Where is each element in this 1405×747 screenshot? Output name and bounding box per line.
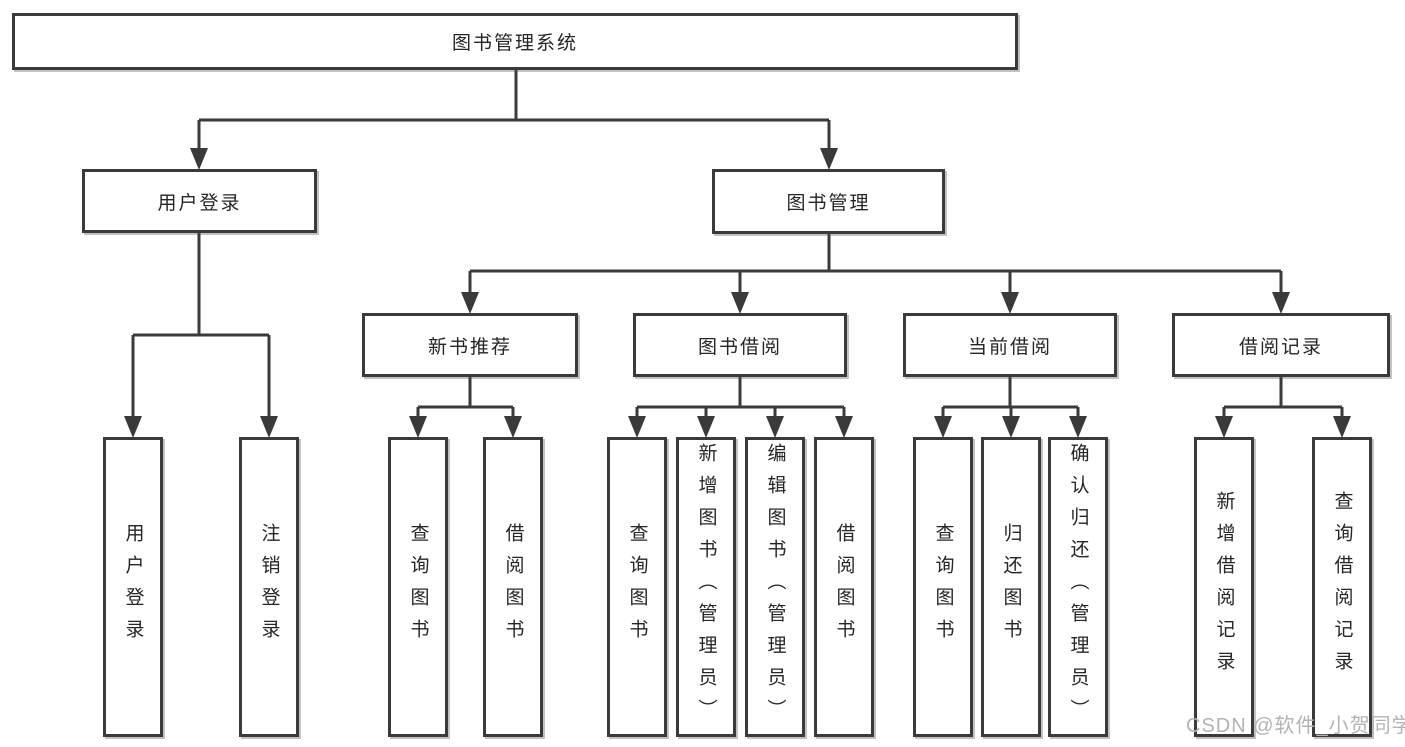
node-current-borrowing-label: 当前借阅	[967, 336, 1052, 358]
leaf-nb-query-books-label: 查询图书	[407, 523, 429, 651]
leaf-nb-borrow-books: 借阅图书	[483, 437, 543, 737]
arrowhead	[124, 416, 142, 438]
leaf-nb-borrow-books-label: 借阅图书	[502, 523, 524, 651]
node-borrowing-records-label: 借阅记录	[1238, 336, 1323, 358]
connector-arrowheads	[124, 148, 1351, 438]
arrowhead	[820, 148, 838, 170]
leaf-cb-confirm-return-admin: 确认归还（管理员）	[1048, 437, 1108, 737]
connector-currentborrow-to-leaves	[941, 377, 1080, 417]
arrowhead	[461, 292, 479, 314]
arrowhead	[731, 292, 749, 314]
arrowhead	[697, 416, 715, 438]
leaf-br-add-record-label: 新增借阅记录	[1213, 491, 1235, 683]
arrowhead	[1069, 416, 1087, 438]
node-new-book-recommend: 新书推荐	[362, 313, 578, 377]
leaf-bb-edit-books-admin: 编辑图书（管理员）	[745, 437, 805, 737]
node-borrowing-records: 借阅记录	[1172, 313, 1390, 377]
leaf-cb-return-books: 归还图书	[981, 437, 1041, 737]
node-root: 图书管理系统	[12, 13, 1018, 70]
leaf-bb-borrow-books-label: 借阅图书	[833, 523, 855, 651]
leaf-logout: 注销登录	[239, 437, 299, 737]
leaf-bb-borrow-books: 借阅图书	[814, 437, 874, 737]
leaf-bb-add-books-admin-label: 新增图书（管理员）	[695, 443, 717, 731]
leaf-user-login: 用户登录	[103, 437, 163, 737]
connector-borrowrecords-to-leaves	[1222, 377, 1344, 417]
arrowhead	[628, 416, 646, 438]
leaf-br-query-record: 查询借阅记录	[1312, 437, 1372, 737]
arrowhead	[934, 416, 952, 438]
leaf-nb-query-books: 查询图书	[388, 437, 448, 737]
connector-bookmgmt-to-level3	[468, 234, 1283, 293]
leaf-bb-query-books-label: 查询图书	[626, 523, 648, 651]
node-book-management-label: 图书管理	[786, 193, 871, 214]
node-current-borrowing: 当前借阅	[903, 313, 1117, 377]
connector-bookborrow-to-leaves	[635, 377, 846, 417]
node-root-label: 图书管理系统	[451, 33, 578, 54]
node-user-login: 用户登录	[82, 169, 317, 233]
arrowhead	[1002, 416, 1020, 438]
leaf-cb-query-books: 查询图书	[913, 437, 973, 737]
leaf-logout-label: 注销登录	[258, 523, 280, 651]
csdn-watermark: CSDN @软件_小贺同学	[1186, 715, 1405, 737]
connector-userlogin-to-leaves	[131, 233, 271, 417]
arrowhead	[190, 148, 208, 170]
leaf-cb-return-books-label: 归还图书	[1000, 523, 1022, 651]
arrowhead	[1333, 416, 1351, 438]
arrowhead	[1215, 416, 1233, 438]
arrowhead	[766, 416, 784, 438]
leaf-bb-edit-books-admin-label: 编辑图书（管理员）	[764, 443, 786, 731]
arrowhead	[409, 416, 427, 438]
connector-root-to-level2	[197, 70, 831, 150]
node-new-book-recommend-label: 新书推荐	[427, 336, 512, 358]
node-book-management: 图书管理	[712, 169, 945, 234]
leaf-user-login-label: 用户登录	[122, 523, 144, 651]
leaf-bb-query-books: 查询图书	[607, 437, 667, 737]
node-user-login-label: 用户登录	[157, 192, 242, 214]
arrowhead	[1272, 292, 1290, 314]
leaf-br-query-record-label: 查询借阅记录	[1331, 491, 1353, 683]
arrowhead	[260, 416, 278, 438]
arrowhead	[1001, 292, 1019, 314]
leaf-cb-query-books-label: 查询图书	[932, 523, 954, 651]
node-book-borrowing: 图书借阅	[633, 313, 847, 377]
connector-lines	[131, 70, 1344, 417]
arrowhead	[835, 416, 853, 438]
leaf-cb-confirm-return-admin-label: 确认归还（管理员）	[1067, 443, 1089, 731]
leaf-br-add-record: 新增借阅记录	[1194, 437, 1254, 737]
node-book-borrowing-label: 图书借阅	[697, 336, 782, 358]
connector-newbooks-to-leaves	[416, 377, 515, 417]
arrowhead	[504, 416, 522, 438]
leaf-bb-add-books-admin: 新增图书（管理员）	[676, 437, 736, 737]
